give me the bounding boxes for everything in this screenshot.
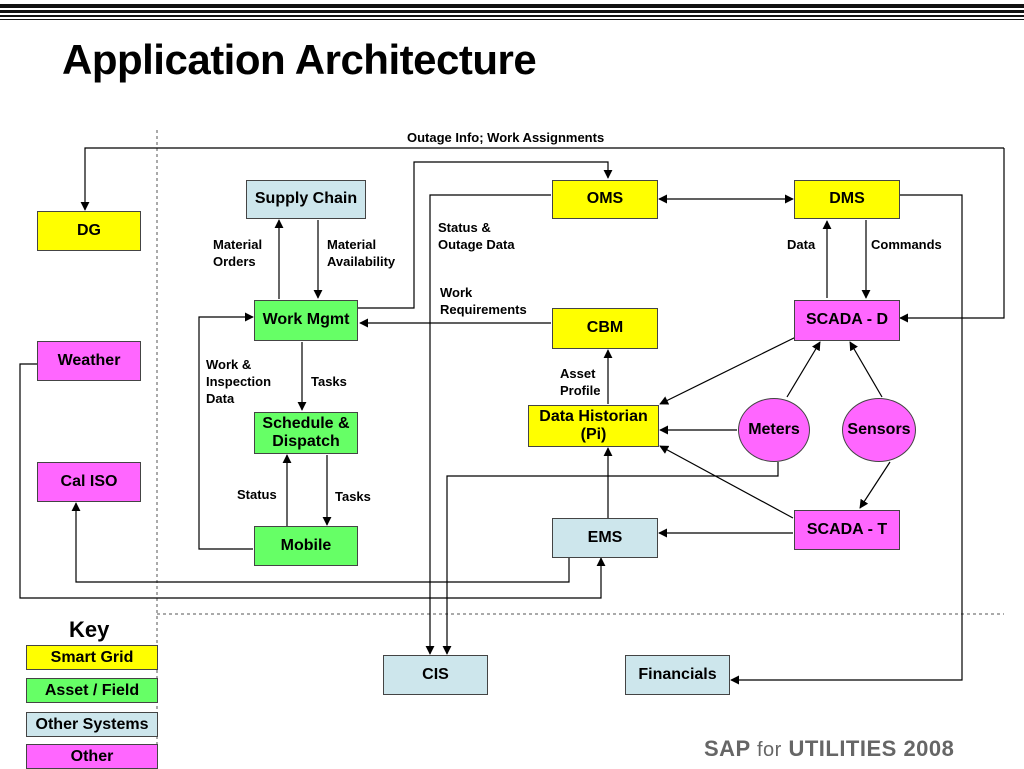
node-ems-label: EMS	[587, 528, 623, 546]
node-meters: Meters	[738, 398, 810, 462]
node-mobile-label: Mobile	[280, 536, 332, 554]
node-data-historian: Data Historian (Pi)	[528, 405, 659, 447]
label-tasks-1: Tasks	[311, 374, 347, 389]
node-meters-label: Meters	[748, 421, 800, 438]
node-sensors-label: Sensors	[847, 421, 911, 438]
node-cbm-label: CBM	[586, 319, 624, 337]
node-dg-label: DG	[77, 221, 101, 239]
node-cis: CIS	[383, 655, 488, 695]
node-financials: Financials	[625, 655, 730, 695]
key-other-systems: Other Systems	[26, 712, 158, 737]
node-ems: EMS	[552, 518, 658, 558]
key-other: Other	[26, 744, 158, 769]
node-dg: DG	[37, 211, 141, 251]
node-work-mgmt: Work Mgmt	[254, 300, 358, 341]
header-rule-1	[0, 4, 1024, 8]
header-rule-3	[0, 15, 1024, 17]
node-scada-d: SCADA - D	[794, 300, 900, 341]
node-cal-iso-label: Cal ISO	[60, 472, 118, 490]
footer-brand: SAP for UTILITIES 2008	[704, 736, 954, 762]
label-tasks-2: Tasks	[335, 489, 371, 504]
node-dms-label: DMS	[829, 190, 865, 208]
node-supply-chain-label: Supply Chain	[254, 190, 358, 208]
node-data-historian-label: Data Historian (Pi)	[539, 407, 648, 443]
node-schedule-dispatch: Schedule & Dispatch	[254, 412, 358, 454]
node-scada-t: SCADA - T	[794, 510, 900, 550]
key-other-systems-label: Other Systems	[35, 715, 149, 733]
node-oms-label: OMS	[586, 190, 624, 208]
node-weather: Weather	[37, 341, 141, 381]
node-supply-chain: Supply Chain	[246, 180, 366, 219]
label-data: Data	[787, 237, 816, 252]
key-asset-field-label: Asset / Field	[44, 681, 140, 699]
label-asset-profile: Asset Profile	[560, 366, 601, 398]
node-mobile: Mobile	[254, 526, 358, 566]
label-work-requirements: Work Requirements	[440, 285, 527, 317]
label-material-availability: Material Availability	[327, 237, 396, 269]
node-oms: OMS	[552, 180, 658, 219]
node-scada-t-label: SCADA - T	[806, 520, 888, 538]
node-dms: DMS	[794, 180, 900, 219]
label-commands: Commands	[871, 237, 942, 252]
node-scada-d-label: SCADA - D	[805, 311, 889, 329]
node-financials-label: Financials	[638, 665, 717, 683]
node-schedule-dispatch-label: Schedule & Dispatch	[262, 414, 350, 450]
label-status-outage: Status & Outage Data	[438, 220, 515, 252]
footer-product: UTILITIES 2008	[788, 736, 955, 761]
footer-for: for	[756, 739, 782, 761]
label-status: Status	[237, 487, 277, 502]
key-smart-grid: Smart Grid	[26, 645, 158, 670]
page-title: Application Architecture	[62, 36, 537, 83]
key-asset-field: Asset / Field	[26, 678, 158, 703]
header-rule-4	[0, 19, 1024, 20]
key-other-label: Other	[70, 747, 114, 765]
node-cis-label: CIS	[422, 665, 449, 683]
node-cal-iso: Cal ISO	[37, 462, 141, 502]
label-work-inspection: Work & Inspection Data	[206, 357, 272, 406]
key-title: Key	[69, 617, 110, 642]
node-sensors: Sensors	[842, 398, 916, 462]
label-outage-info: Outage Info; Work Assignments	[407, 130, 605, 145]
key-smart-grid-label: Smart Grid	[50, 648, 134, 666]
node-cbm: CBM	[552, 308, 658, 349]
node-work-mgmt-label: Work Mgmt	[262, 311, 350, 329]
node-weather-label: Weather	[57, 351, 121, 369]
footer-sap: SAP	[704, 736, 751, 761]
label-material-orders: Material Orders	[213, 237, 263, 269]
header-rule-2	[0, 10, 1024, 13]
